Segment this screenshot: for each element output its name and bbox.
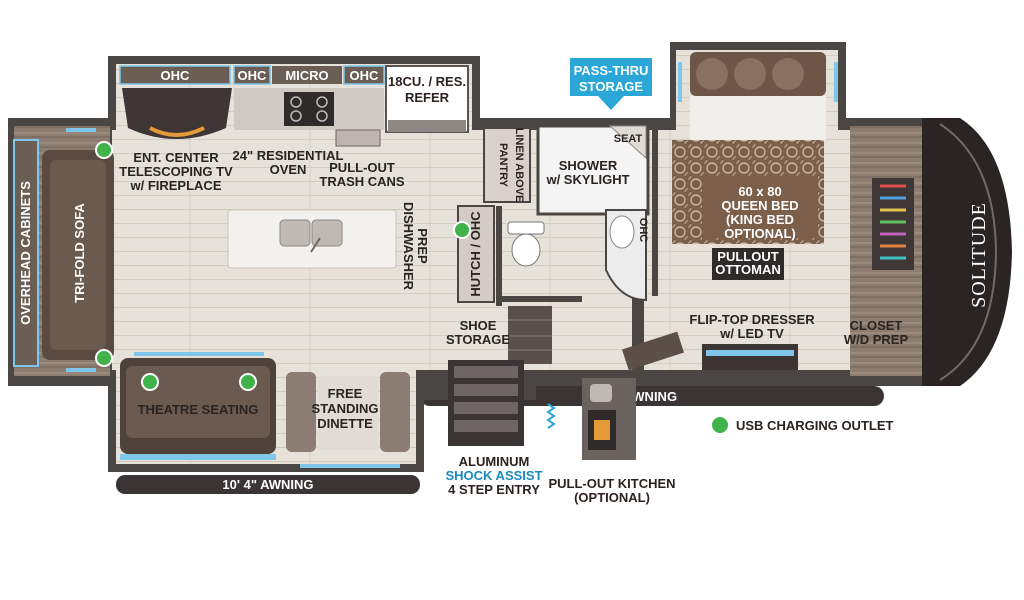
usb-outlet: [95, 349, 113, 367]
usb-outlet: [141, 373, 159, 391]
svg-text:OHC: OHC: [161, 68, 191, 83]
hutch-ohc: [457, 205, 495, 303]
svg-text:(OPTIONAL): (OPTIONAL): [574, 490, 650, 505]
ohc-cabinet-2: [233, 65, 271, 85]
pass-thru-storage-callout: [570, 58, 652, 110]
shoe-storage: [508, 306, 552, 364]
svg-text:OHC: OHC: [238, 68, 268, 83]
svg-text:TRASH CANS: TRASH CANS: [319, 174, 405, 189]
svg-text:STANDING: STANDING: [312, 401, 379, 416]
front-cap: [922, 118, 1012, 386]
trash-cans: [335, 129, 381, 147]
overhead-cabinets-label: OVERHEAD CABINETS: [18, 181, 33, 325]
entry-label: ALUMINUM: [459, 454, 530, 469]
svg-text:QUEEN BED: QUEEN BED: [721, 198, 798, 213]
svg-text:PASS-THRU: PASS-THRU: [574, 63, 649, 78]
awning-10-bar: [116, 475, 420, 494]
svg-text:SHOCK ASSIST: SHOCK ASSIST: [445, 468, 542, 483]
usb-outlet: [239, 373, 257, 391]
shower-seat: [608, 125, 647, 160]
awning-10-label: 10' 4" AWNING: [222, 477, 313, 492]
fireplace-icon: [149, 126, 205, 137]
dishwasher-label: DISHWASHER: [401, 202, 416, 291]
usb-outlets: [95, 141, 471, 391]
svg-text:w/ SKYLIGHT: w/ SKYLIGHT: [545, 172, 629, 187]
svg-text:TELESCOPING TV: TELESCOPING TV: [119, 164, 233, 179]
bath-wall-v: [496, 206, 502, 306]
svg-text:w/ FIREPLACE: w/ FIREPLACE: [129, 178, 221, 193]
theatre-seating: [120, 358, 276, 460]
toilet-icon: [507, 221, 545, 267]
dinette: [286, 372, 410, 452]
svg-text:w/ LED TV: w/ LED TV: [719, 326, 784, 341]
shock-assist-spring-icon: [546, 403, 556, 429]
entry-steps: [448, 360, 524, 446]
brand-logo: SOLITUDE: [968, 202, 990, 308]
usb-outlet: [453, 221, 471, 239]
svg-text:PREP: PREP: [415, 228, 430, 264]
usb-legend-label: USB CHARGING OUTLET: [736, 418, 894, 433]
svg-text:OTTOMAN: OTTOMAN: [715, 262, 780, 277]
pullout-ottoman: [712, 248, 784, 280]
svg-text:18CU. / RES.: 18CU. / RES.: [388, 74, 466, 89]
cabinet-light-strips: [66, 62, 838, 468]
svg-text:SEAT: SEAT: [614, 133, 643, 145]
svg-text:OPTIONAL): OPTIONAL): [724, 226, 796, 241]
svg-text:STORAGE: STORAGE: [446, 332, 510, 347]
ent-center-label: ENT. CENTER: [133, 150, 219, 165]
microwave: [272, 66, 342, 84]
shower-label: SHOWER: [559, 158, 618, 173]
pantry: [483, 127, 531, 203]
queen-bed: [672, 52, 826, 244]
svg-text:OHC: OHC: [350, 68, 380, 83]
bed-label: 60 x 80: [738, 184, 781, 199]
dinette-label: FREE: [328, 386, 363, 401]
theatre-label: THEATRE SEATING: [138, 402, 259, 417]
svg-text:OHC: OHC: [637, 218, 649, 243]
ohc-cabinet-1: [119, 65, 231, 85]
usb-outlet: [95, 141, 113, 159]
usb-legend-icon: [710, 415, 730, 435]
svg-text:REFER: REFER: [405, 90, 450, 105]
svg-text:(KING BED: (KING BED: [726, 212, 794, 227]
oven-label: 24" RESIDENTIAL: [233, 148, 344, 163]
svg-text:W/D PREP: W/D PREP: [844, 332, 909, 347]
closet-hangers: [872, 178, 914, 270]
flip-top-dresser: [702, 344, 798, 370]
shoe-storage-label: SHOE: [460, 318, 497, 333]
dresser-label: FLIP-TOP DRESSER: [689, 312, 815, 327]
entertainment-center: [122, 88, 232, 139]
pull-out-kitchen: [582, 378, 636, 460]
trash-label: PULL-OUT: [329, 160, 395, 175]
closet-label: CLOSET: [850, 318, 903, 333]
svg-text:MICRO: MICRO: [285, 68, 328, 83]
ohc-cabinet-3: [343, 65, 385, 85]
svg-text:OVEN: OVEN: [270, 162, 307, 177]
svg-text:PULLOUT: PULLOUT: [717, 249, 778, 264]
svg-text:STORAGE: STORAGE: [579, 79, 643, 94]
stove-icon: [284, 92, 334, 126]
svg-text:4 STEP ENTRY: 4 STEP ENTRY: [448, 482, 540, 497]
pull-out-kitchen-label: PULL-OUT KITCHEN: [548, 476, 675, 491]
vanity-sink-icon: [609, 215, 635, 249]
nightstand: [622, 331, 684, 371]
sofa-label: TRI-FOLD SOFA: [72, 203, 87, 303]
sink-icon: [279, 219, 343, 253]
svg-text:PANTRY: PANTRY: [497, 143, 509, 188]
svg-text:DINETTE: DINETTE: [317, 416, 373, 431]
overhead-cabinets: [13, 139, 39, 367]
svg-text:HUTCH / OHC: HUTCH / OHC: [468, 211, 483, 297]
svg-text:LINEN ABOVE: LINEN ABOVE: [513, 128, 525, 203]
